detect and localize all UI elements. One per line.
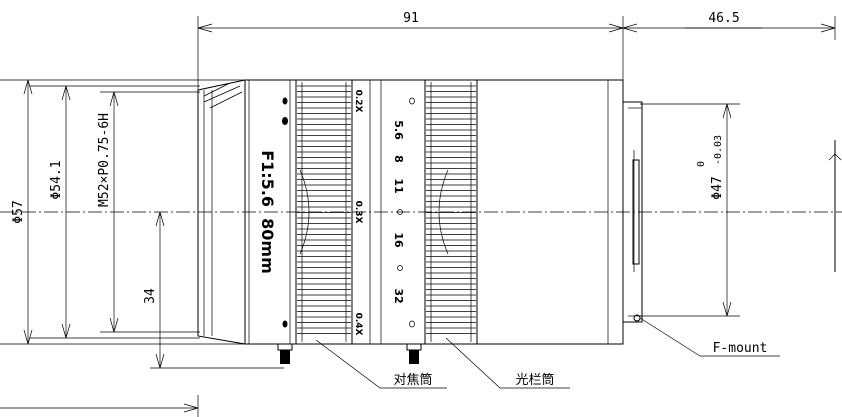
callout-leaders xyxy=(315,317,780,389)
dim-diameter-outer: Φ57 xyxy=(11,200,26,223)
callout-mount: F-mount xyxy=(713,341,768,356)
aperture-mark: 16 xyxy=(392,232,405,248)
focus-mark: 0.4X xyxy=(353,313,363,336)
dim-length: 91 xyxy=(403,11,419,26)
callout-focus-ring: 对焦筒 xyxy=(393,372,432,388)
focus-ring-knurl xyxy=(297,82,351,342)
dim-mount-tol-lower: -0.03 xyxy=(713,135,724,165)
aperture-mark: 32 xyxy=(392,288,405,303)
dim-height-axis: 34 xyxy=(143,288,158,304)
dim-flange: 46.5 xyxy=(708,11,739,26)
dim-diameter-body: Φ54.1 xyxy=(49,160,64,199)
lens-marking: F1:5.6 80mm xyxy=(258,150,277,274)
aperture-mark: 11 xyxy=(392,178,405,193)
dimension-lines xyxy=(0,16,842,417)
dim-filter-thread: M52×P0.75-6H xyxy=(97,113,112,207)
callout-aperture-ring: 光栏筒 xyxy=(515,372,554,388)
dim-mount-tol-upper: 0 xyxy=(696,161,707,167)
focus-mark: 0.3X xyxy=(353,201,363,224)
lens-body xyxy=(197,79,643,364)
focus-mark: 0.2X xyxy=(353,90,363,113)
aperture-mark: 5.6 xyxy=(392,120,405,140)
aperture-ring-knurl xyxy=(426,82,476,342)
dim-mount-diameter: Φ47 xyxy=(710,176,725,199)
aperture-mark: 8 xyxy=(392,155,405,163)
